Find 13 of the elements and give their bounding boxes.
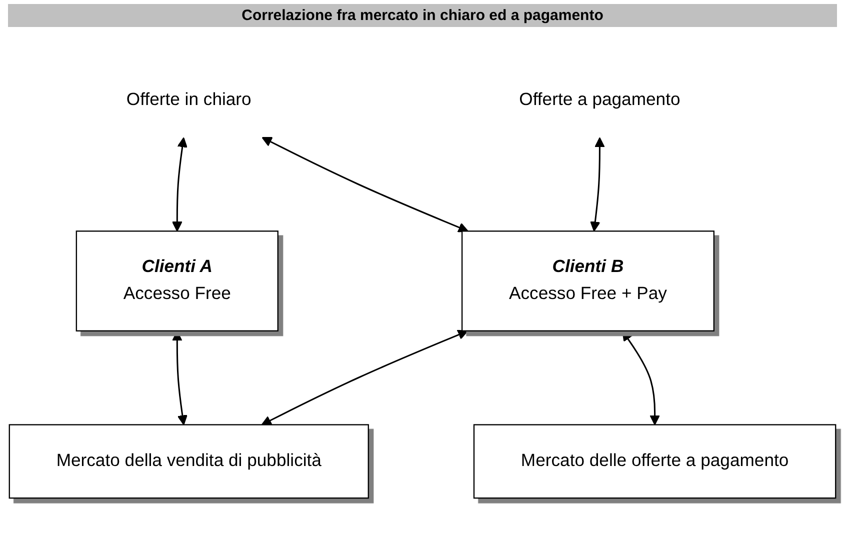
node-text: Offerte in chiaro (126, 90, 252, 110)
node-text: Offerte a pagamento (519, 90, 680, 110)
node-box: Clienti B Accesso Free + Pay (461, 230, 714, 332)
node-box: Mercato delle offerte a pagamento (473, 424, 836, 499)
node-box: Mercato della vendita di pubblicità (8, 424, 369, 499)
arrow (172, 330, 188, 426)
arrow (172, 137, 188, 232)
diagram-title: Correlazione fra mercato in chiaro ed a pagamento (8, 4, 837, 27)
node-box: Clienti A Accesso Free (76, 230, 278, 332)
arrow (262, 137, 468, 232)
arrow (590, 137, 605, 232)
arrow (261, 330, 468, 426)
arrow (622, 330, 660, 426)
